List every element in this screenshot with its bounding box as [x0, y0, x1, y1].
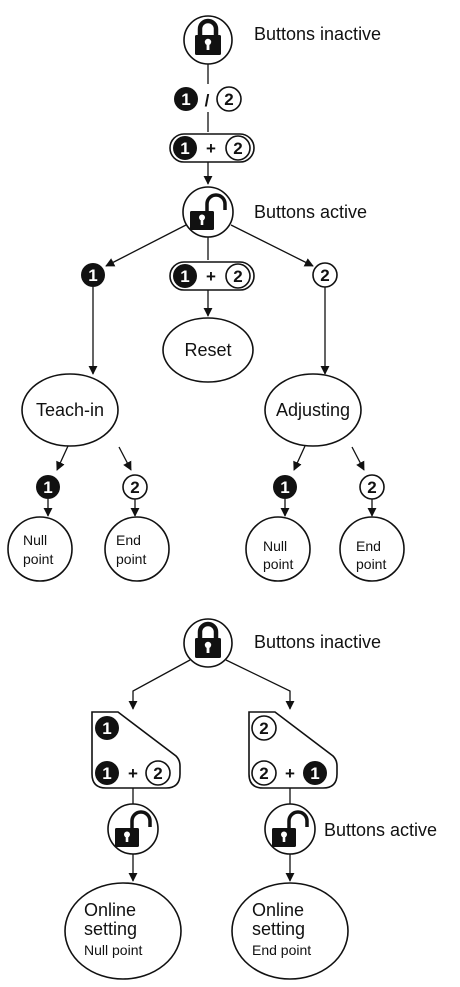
svg-text:setting: setting	[84, 919, 137, 939]
button-2-icon	[216, 86, 242, 112]
svg-text:Teach-in: Teach-in	[36, 400, 104, 420]
button-group-right: 2 2 + 1	[248, 711, 338, 789]
svg-text:setting: setting	[252, 919, 305, 939]
svg-text:2: 2	[224, 90, 233, 109]
svg-text:1: 1	[88, 266, 97, 285]
button-1-or-2: 1 / 2	[174, 86, 242, 112]
svg-text:1: 1	[102, 764, 111, 783]
svg-text:1: 1	[181, 90, 190, 109]
button-1-plus-2: 1 + 2	[169, 133, 255, 163]
svg-text:+: +	[206, 139, 216, 158]
svg-text:+: +	[206, 267, 216, 286]
button-group-left: 1 1 + 2	[91, 711, 181, 789]
lock-active-node	[264, 803, 316, 855]
svg-text:2: 2	[259, 719, 268, 738]
lock-inactive-node	[183, 15, 233, 65]
svg-text:1: 1	[43, 478, 52, 497]
svg-text:point: point	[356, 556, 386, 572]
button-1-plus-2: 1 + 2	[169, 261, 255, 291]
svg-text:+: +	[128, 764, 138, 783]
svg-text:End: End	[356, 538, 381, 554]
svg-text:point: point	[116, 551, 146, 567]
state-inactive-label: Buttons inactive	[254, 632, 381, 652]
svg-text:+: +	[285, 764, 295, 783]
end-point-node: End point	[339, 516, 405, 582]
online-setting-end-node: Online setting End point	[231, 882, 349, 980]
null-point-node: Null point	[7, 516, 73, 582]
teach-in-node	[21, 373, 119, 447]
svg-text:Online: Online	[84, 900, 136, 920]
null-point-node: Null point	[245, 516, 311, 582]
lock-active-node	[182, 186, 234, 238]
svg-text:1: 1	[102, 719, 111, 738]
svg-text:2: 2	[130, 478, 139, 497]
svg-text:2: 2	[320, 266, 329, 285]
lock-active-node	[107, 803, 159, 855]
button-1-icon	[174, 87, 198, 111]
svg-text:2: 2	[259, 764, 268, 783]
svg-text:End: End	[116, 532, 141, 548]
svg-text:/: /	[205, 91, 210, 110]
svg-text:Null point: Null point	[84, 942, 142, 958]
svg-text:1: 1	[180, 267, 189, 286]
svg-text:1: 1	[180, 139, 189, 158]
svg-text:2: 2	[367, 478, 376, 497]
svg-text:2: 2	[153, 764, 162, 783]
svg-text:2: 2	[233, 139, 242, 158]
svg-text:point: point	[263, 556, 293, 572]
svg-text:Adjusting: Adjusting	[276, 400, 350, 420]
reset-node	[162, 317, 254, 383]
lock-inactive-node	[183, 618, 233, 668]
svg-text:Reset: Reset	[184, 340, 231, 360]
svg-text:point: point	[23, 551, 53, 567]
state-active-label: Buttons active	[324, 820, 437, 840]
end-point-node: End point	[104, 516, 170, 582]
svg-text:End point: End point	[252, 942, 311, 958]
state-inactive-label: Buttons inactive	[254, 24, 381, 44]
adjusting-node	[264, 373, 362, 447]
svg-text:1: 1	[310, 764, 319, 783]
online-setting-null-node: Online setting Null point	[64, 882, 182, 980]
state-active-label: Buttons active	[254, 202, 367, 222]
svg-text:1: 1	[280, 478, 289, 497]
svg-text:Null: Null	[263, 538, 287, 554]
svg-text:Online: Online	[252, 900, 304, 920]
button-1-icon	[81, 263, 105, 287]
svg-text:Null: Null	[23, 532, 47, 548]
svg-text:2: 2	[233, 267, 242, 286]
